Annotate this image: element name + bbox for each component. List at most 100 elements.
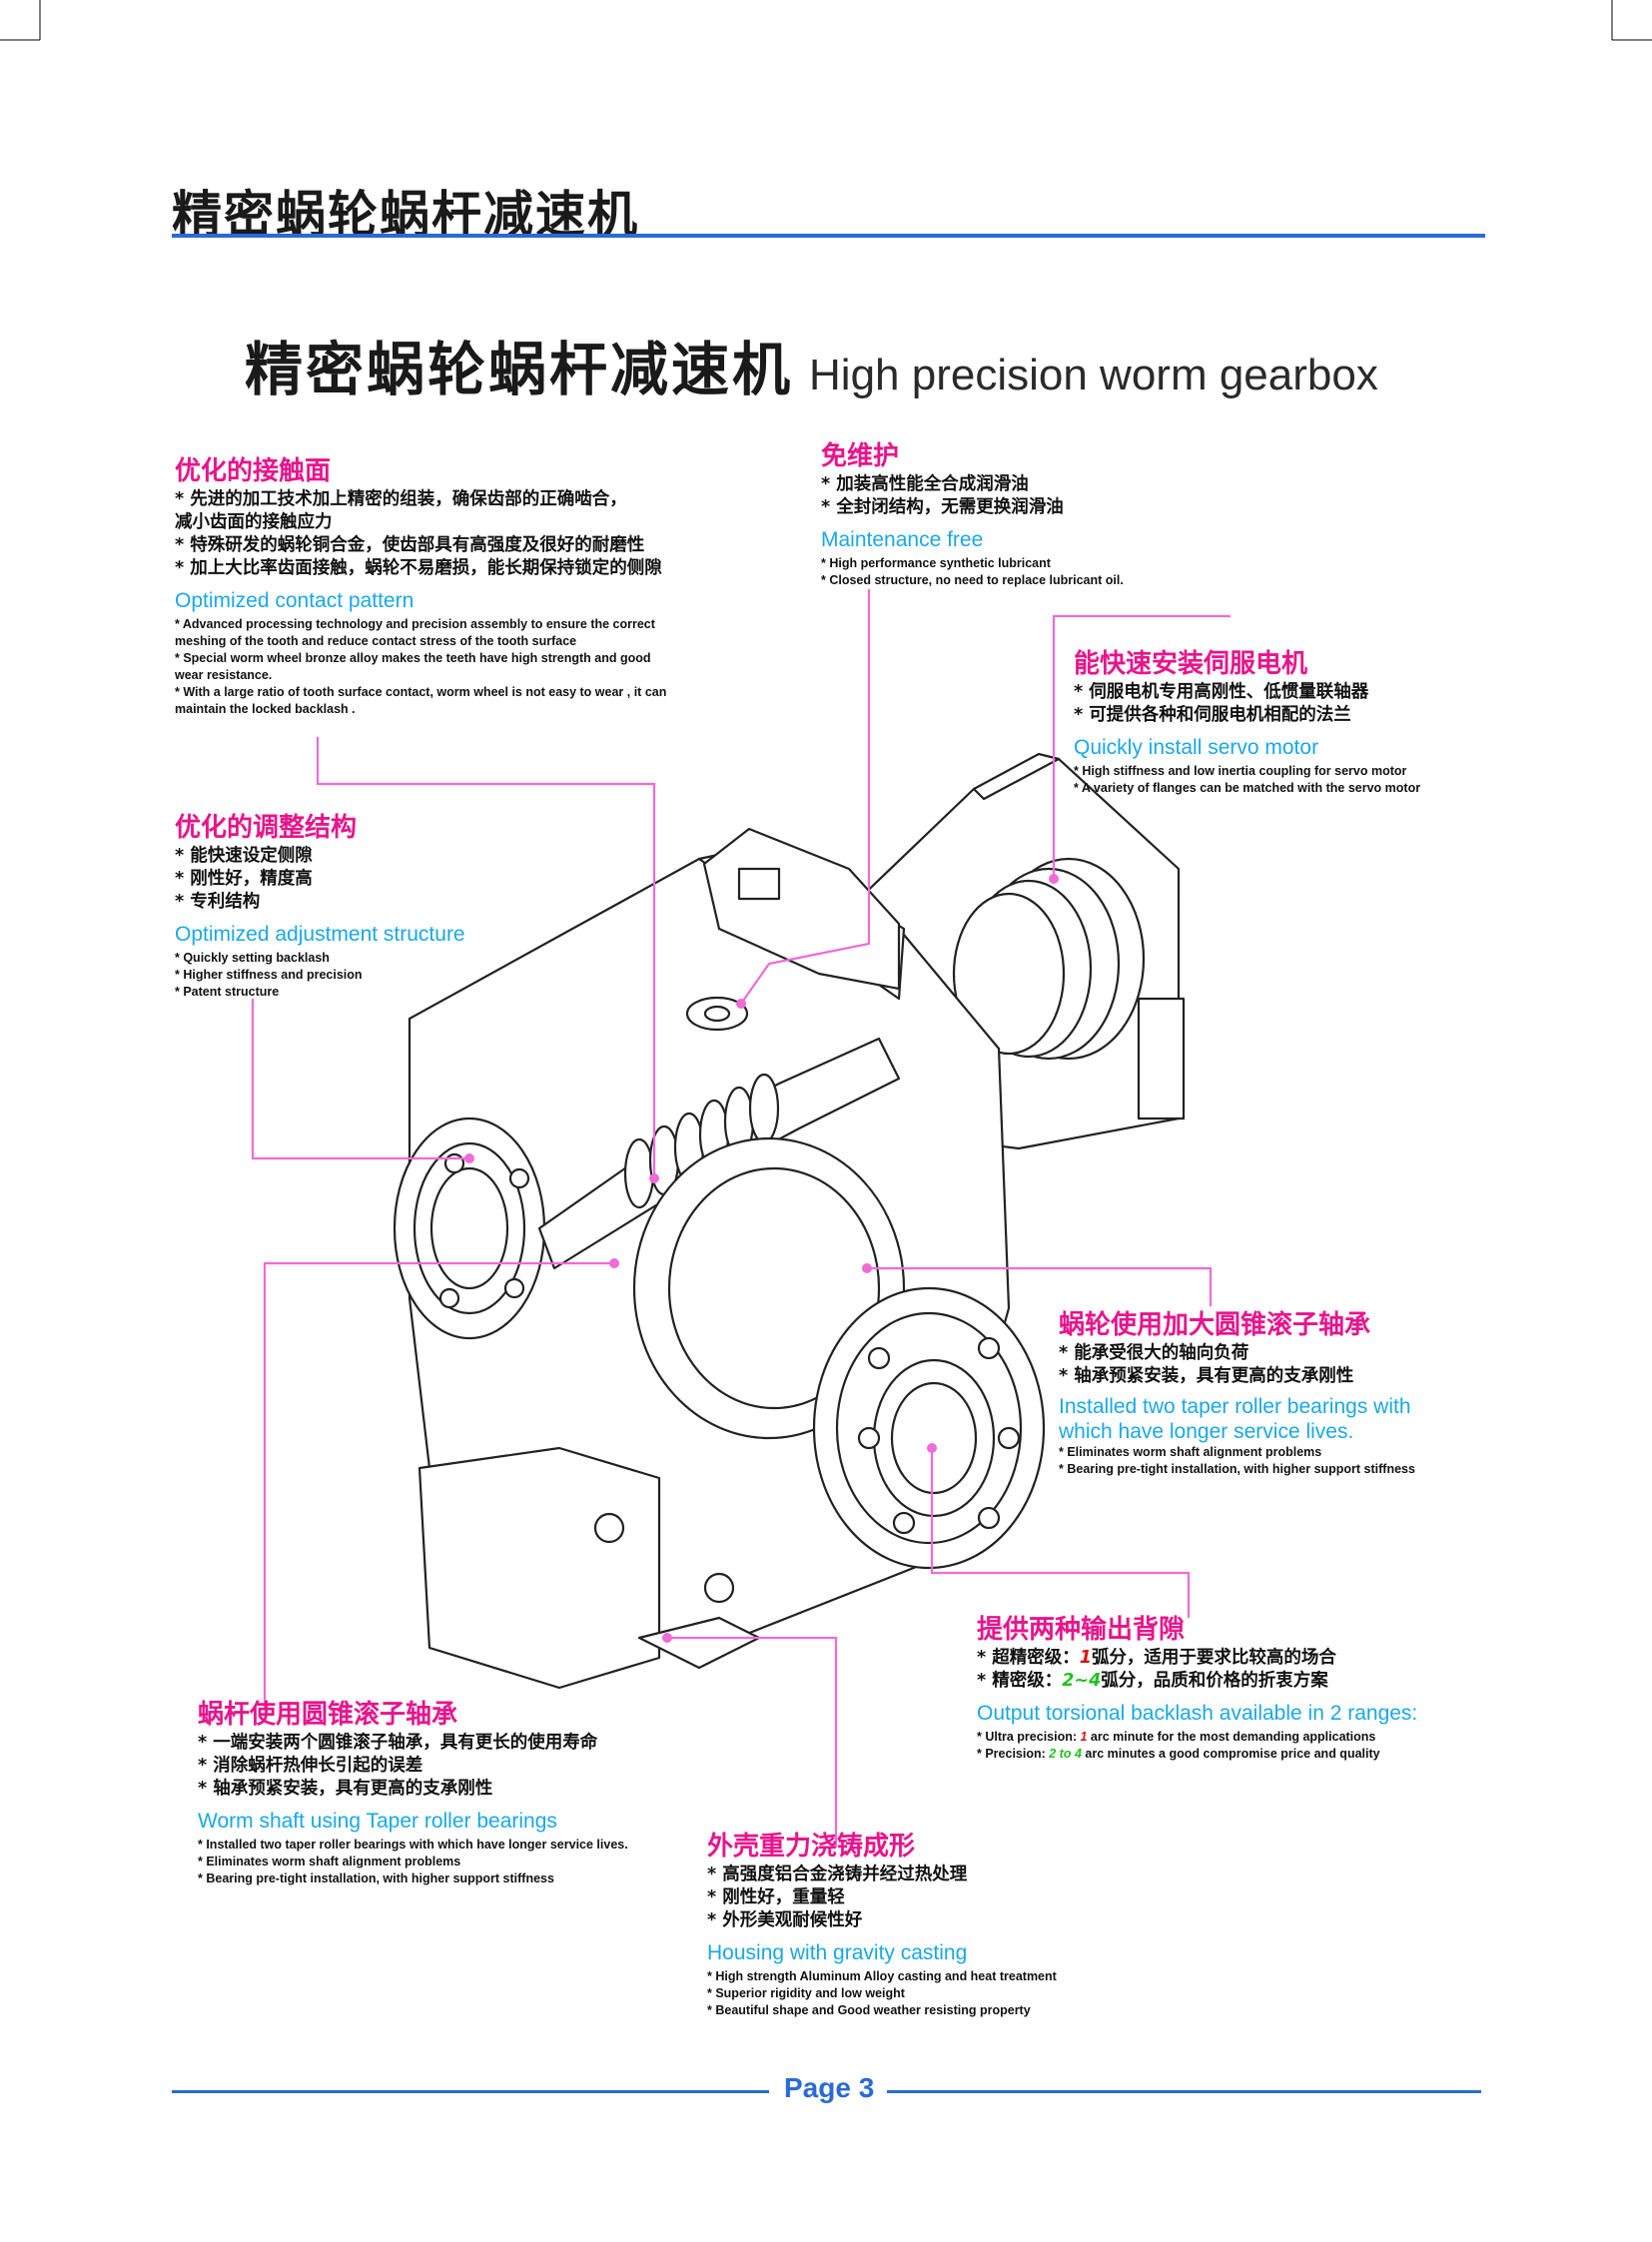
list-item: * Closed structure, no need to replace l… (821, 573, 1124, 587)
leader-backlash (930, 1448, 1191, 1618)
crop-mark-top-right (1611, 0, 1652, 41)
callout-housing-casting: 外壳重力浇铸成形 * 高强度铝合金浇铸并经过热处理 * 刚性好，重量轻 * 外形… (707, 1830, 1127, 2019)
footer-rule-right (887, 2090, 1481, 2093)
wheel-bearing-list-cn: * 能承受很大的轴向负荷 * 轴承预紧安装，具有更高的支承刚性 (1059, 1342, 1498, 1388)
crop-mark-top-left (0, 0, 41, 41)
housing-list-cn: * 高强度铝合金浇铸并经过热处理 * 刚性好，重量轻 * 外形美观耐候性好 (707, 1864, 1127, 1932)
maintenance-list-cn: * 加装高性能全合成润滑油 * 全封闭结构，无需更换润滑油 (821, 473, 1240, 519)
leader-maintenance (740, 589, 871, 1005)
page-number: Page 3 (784, 2072, 875, 2103)
list-item: * Ultra precision: 1 arc minute for the … (977, 1730, 1376, 1744)
callout-output-backlash: 提供两种输出背隙 * 超精密级：1弧分，适用于要求比较高的场合 * 精密级：2~… (977, 1613, 1436, 1763)
leader-servo (1052, 614, 1231, 879)
list-item: * Higher stiffness and precision (175, 968, 363, 982)
servo-list-cn: * 伺服电机专用高刚性、低惯量联轴器 * 可提供各种和伺服电机相配的法兰 (1074, 681, 1493, 727)
servo-list-en: * High stiffness and low inertia couplin… (1074, 763, 1493, 797)
contact-title-en: Optimized contact pattern (175, 589, 414, 612)
servo-title-en: Quickly install servo motor (1074, 736, 1319, 759)
backlash-title-en: Output torsional backlash available in 2… (977, 1702, 1418, 1725)
list-item: * 加上大比率齿面接触，蜗轮不易磨损，能长期保持锁定的侧隙 (175, 558, 662, 578)
adjust-list-en: * Quickly setting backlash * Higher stif… (175, 950, 534, 1001)
list-item: * 刚性好，重量轻 (707, 1887, 845, 1907)
list-item: * Installed two taper roller bearings wi… (198, 1838, 628, 1852)
list-item: * 特殊研发的蜗轮铜合金，使齿部具有高强度及很好的耐磨性 (175, 535, 645, 555)
list-item: * Bearing pre-tight installation, with h… (1059, 1462, 1415, 1476)
list-item: * 先进的加工技术加上精密的组装，确保齿部的正确啮合， (175, 489, 627, 509)
leader-adjust (251, 999, 469, 1160)
list-item: * 精密级：2~4弧分，品质和价格的折衷方案 (977, 1671, 1328, 1691)
maintenance-title-cn: 免维护 (821, 441, 900, 471)
list-item: * 高强度铝合金浇铸并经过热处理 (707, 1865, 968, 1884)
leader-housing (667, 1636, 838, 1848)
contact-list-en: * Advanced processing technology and pre… (175, 616, 714, 718)
housing-base (417, 1446, 661, 1690)
list-item: * 刚性好，精度高 (175, 869, 313, 889)
header-rule (172, 234, 1485, 238)
list-item: * 超精密级：1弧分，适用于要求比较高的场合 (977, 1648, 1336, 1668)
list-item: * 可提供各种和伺服电机相配的法兰 (1074, 705, 1351, 725)
list-item: * Eliminates worm shaft alignment proble… (1059, 1445, 1322, 1459)
list-item: * 消除蜗杆热伸长引起的误差 (198, 1756, 423, 1776)
list-item: * Eliminates worm shaft alignment proble… (198, 1855, 461, 1868)
hero-title: 精密蜗轮蜗杆减速机 High precision worm gearbox (245, 323, 1378, 406)
list-item: * 轴承预紧安装，具有更高的支承刚性 (1059, 1366, 1354, 1386)
callout-worm-bearing: 蜗杆使用圆锥滚子轴承 * 一端安装两个圆锥滚子轴承，具有更长的使用寿命 * 消除… (198, 1698, 697, 1887)
list-item: * Special worm wheel bronze alloy makes … (175, 651, 651, 665)
contact-list-cn: * 先进的加工技术加上精密的组装，确保齿部的正确啮合， 减小齿面的接触应力 * … (175, 488, 714, 580)
adjust-title-cn: 优化的调整结构 (175, 813, 358, 843)
worm-bearing-list-en: * Installed two taper roller bearings wi… (198, 1837, 697, 1887)
list-item: * Superior rigidity and low weight (707, 1986, 905, 2000)
list-item: * 轴承预紧安装，具有更高的支承刚性 (198, 1779, 493, 1799)
hero-title-cn: 精密蜗轮蜗杆减速机 (245, 336, 794, 403)
adjust-title-en: Optimized adjustment structure (175, 923, 465, 946)
list-item: * 全封闭结构，无需更换润滑油 (821, 497, 1064, 517)
list-item: 减小齿面的接触应力 (175, 512, 333, 532)
list-item: * 专利结构 (175, 892, 261, 912)
list-item: meshing of the tooth and reduce contact … (175, 634, 577, 648)
callout-contact-pattern: 优化的接触面 * 先进的加工技术加上精密的组装，确保齿部的正确啮合， 减小齿面的… (175, 454, 714, 718)
list-item: * 能快速设定侧隙 (175, 846, 313, 866)
list-item: * 一端安装两个圆锥滚子轴承，具有更长的使用寿命 (198, 1733, 598, 1753)
callout-adjustment-structure: 优化的调整结构 * 能快速设定侧隙 * 刚性好，精度高 * 专利结构 Optim… (175, 811, 534, 1001)
worm-bearing-title-cn: 蜗杆使用圆锥滚子轴承 (198, 1700, 458, 1730)
list-item: * With a large ratio of tooth surface co… (175, 685, 667, 699)
maintenance-title-en: Maintenance free (821, 528, 984, 551)
list-item: maintain the locked backlash . (175, 702, 356, 716)
worm-bearing-list-cn: * 一端安装两个圆锥滚子轴承，具有更长的使用寿命 * 消除蜗杆热伸长引起的误差 … (198, 1732, 697, 1801)
contact-title-cn: 优化的接触面 (175, 456, 332, 486)
wheel-bearing-title-en-line2: which have longer service lives. (1059, 1420, 1354, 1443)
wheel-bearing-title-en-line1: Installed two taper roller bearings with (1059, 1395, 1411, 1418)
list-item: * High performance synthetic lubricant (821, 556, 1051, 570)
wheel-bearing-title-cn: 蜗轮使用加大圆锥滚子轴承 (1059, 1310, 1371, 1340)
list-item: * Advanced processing technology and pre… (175, 617, 655, 631)
maintenance-list-en: * High performance synthetic lubricant *… (821, 555, 1240, 589)
list-item: * Patent structure (175, 985, 280, 999)
backlash-title-cn: 提供两种输出背隙 (977, 1615, 1186, 1645)
list-item: * Precision: 2 to 4 arc minutes a good c… (977, 1747, 1380, 1761)
callout-wheel-bearing: 蜗轮使用加大圆锥滚子轴承 * 能承受很大的轴向负荷 * 轴承预紧安装，具有更高的… (1059, 1308, 1498, 1478)
housing-title-en: Housing with gravity casting (707, 1941, 968, 1964)
leader-wheel-bearing (867, 1266, 1213, 1306)
worm-bearing-title-en: Worm shaft using Taper roller bearings (198, 1810, 557, 1833)
backlash-list-en: * Ultra precision: 1 arc minute for the … (977, 1729, 1436, 1763)
list-item: * 伺服电机专用高刚性、低惯量联轴器 (1074, 682, 1369, 702)
leader-contact (316, 737, 656, 1178)
callout-servo-motor: 能快速安装伺服电机 * 伺服电机专用高刚性、低惯量联轴器 * 可提供各种和伺服电… (1074, 647, 1493, 797)
list-item: * A variety of flanges can be matched wi… (1074, 781, 1421, 795)
adjust-list-cn: * 能快速设定侧隙 * 刚性好，精度高 * 专利结构 (175, 845, 534, 914)
servo-title-cn: 能快速安装伺服电机 (1074, 649, 1308, 679)
footer-rule-left (172, 2090, 769, 2093)
wheel-bearing-list-en: * Eliminates worm shaft alignment proble… (1059, 1444, 1498, 1478)
list-item: * 外形美观耐候性好 (707, 1910, 863, 1930)
list-item: * High strength Aluminum Alloy casting a… (707, 1969, 1057, 1983)
precision-value: 2~4 (1062, 1671, 1102, 1691)
list-item: * Beautiful shape and Good weather resis… (707, 2003, 1031, 2017)
ultra-precision-value: 1 (1079, 1648, 1092, 1668)
list-item: * Quickly setting backlash (175, 951, 330, 965)
hero-title-en: High precision worm gearbox (809, 351, 1378, 399)
list-item: wear resistance. (175, 668, 273, 682)
list-item: * Bearing pre-tight installation, with h… (198, 1871, 554, 1885)
wheel-bearing-title-en: Installed two taper roller bearings with… (1059, 1394, 1498, 1444)
